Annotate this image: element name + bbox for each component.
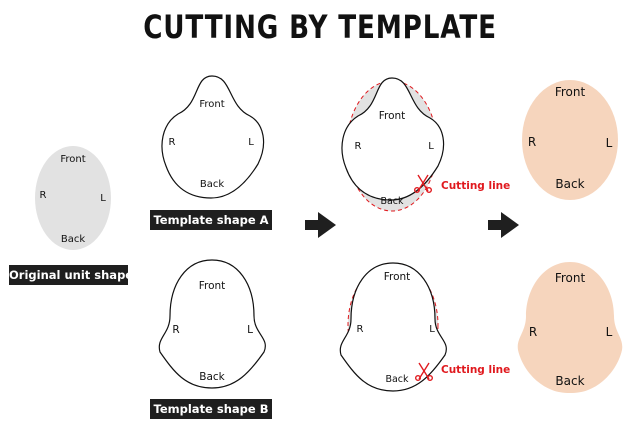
original-back-label: Back — [61, 234, 85, 245]
template-a-caption: Template shape A — [150, 210, 272, 230]
cut-b-cutting-line-label: Cutting line — [441, 364, 510, 376]
result-b-r-label: R — [529, 325, 537, 339]
original-unit-caption: Original unit shape — [9, 265, 133, 285]
template-a-back-label: Back — [200, 179, 224, 190]
template-b-front-label: Front — [199, 280, 226, 292]
original-front-label: Front — [60, 154, 85, 165]
template-b-caption: Template shape B — [150, 399, 272, 419]
cut-a-front-label: Front — [379, 110, 406, 122]
result-b-front-label: Front — [555, 271, 586, 285]
result-b-l-label: L — [606, 325, 613, 339]
cut-b-l-label: L — [429, 324, 435, 335]
cut-a-overlay: Front R L Back Cutting line — [341, 77, 510, 212]
original-unit-shape: Front R L Back — [35, 146, 111, 250]
cut-b-back-label: Back — [385, 374, 409, 385]
original-r-label: R — [40, 190, 47, 201]
arrow-right-icon — [488, 212, 519, 238]
template-a-r-label: R — [169, 137, 176, 148]
original-l-label: L — [100, 193, 106, 204]
cut-b-overlay: Front R L Back Cutting line — [339, 262, 510, 392]
result-a-back-label: Back — [555, 177, 584, 191]
result-shape-a: Front R L Back — [522, 80, 618, 200]
arrow-right-icon — [305, 212, 336, 238]
template-b-back-label: Back — [199, 371, 225, 383]
template-a-front-label: Front — [199, 99, 224, 110]
result-a-r-label: R — [528, 135, 536, 149]
cut-a-r-label: R — [355, 141, 362, 152]
template-a-l-label: L — [248, 137, 254, 148]
template-b-l-label: L — [247, 324, 253, 336]
cut-b-r-label: R — [357, 324, 364, 335]
result-b-back-label: Back — [555, 374, 584, 388]
cut-a-l-label: L — [428, 141, 434, 152]
page-title: CUTTING BY TEMPLATE — [143, 8, 497, 46]
template-shape-b: Front R L Back — [158, 259, 266, 389]
cut-b-front-label: Front — [384, 271, 411, 283]
result-a-l-label: L — [606, 136, 613, 150]
result-shape-b: Front R L Back — [517, 262, 623, 393]
template-b-r-label: R — [172, 324, 179, 336]
scissors-icon — [415, 362, 434, 382]
cut-a-cutting-line-label: Cutting line — [441, 180, 510, 192]
result-a-front-label: Front — [555, 85, 586, 99]
cut-a-back-label: Back — [380, 196, 404, 207]
scissors-icon — [414, 174, 433, 193]
template-shape-a: Front R L Back — [161, 75, 265, 199]
